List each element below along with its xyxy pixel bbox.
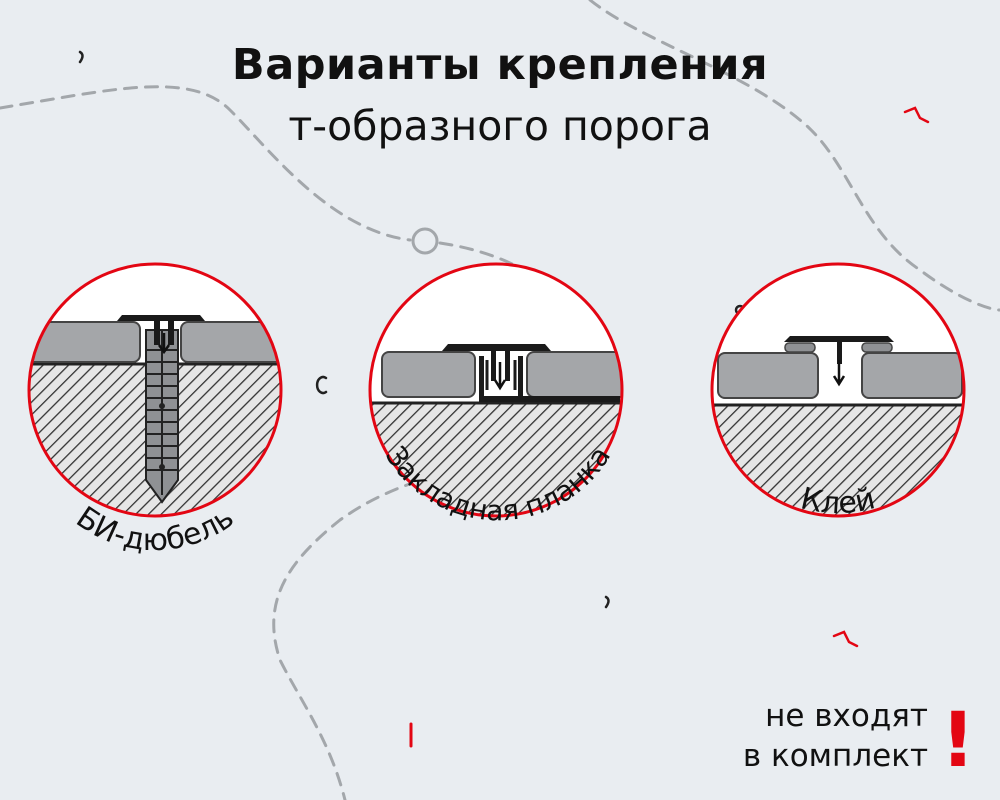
arrow-icon [832,360,846,387]
option-circle-border [27,262,283,518]
page-subtitle: т-образного порога [288,102,712,150]
arrow-icon [493,362,507,391]
t-profile [442,344,551,351]
note-line-1: не входят [765,698,928,734]
option-glue: Клей [710,262,966,521]
glue-layer [861,342,893,353]
embedded-strip [479,356,620,402]
option-circle-border [710,262,966,518]
option-dowel: БИ-дюбель [27,262,283,558]
floor-board [526,351,622,398]
decorative-ring [411,227,439,255]
exclamation-icon: ! [941,695,976,784]
floor-board [381,351,476,398]
floor-board [180,321,281,363]
option-circle-border [368,262,624,518]
note-line-2: в комплект [742,738,928,774]
floor-board [861,352,963,399]
arrow-icon [157,333,171,355]
t-profile [784,336,894,342]
page-title: Варианты крепления [231,40,769,90]
decorative-accents [78,50,930,748]
floor-board [717,352,819,399]
floor-board [29,321,141,363]
option-label: Клей [798,481,879,521]
glue-layer [784,342,816,353]
t-profile [117,315,205,321]
option-embedded-strip: Закладная планка [368,262,624,527]
